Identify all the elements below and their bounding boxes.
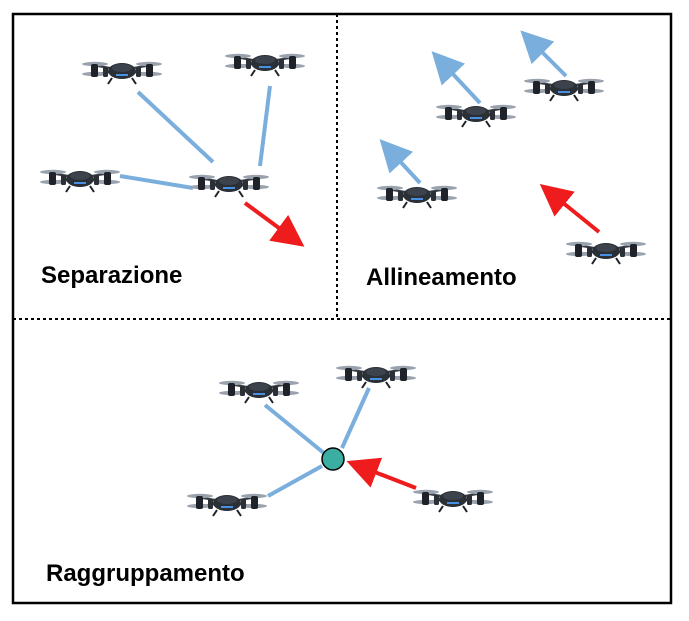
separation-panel	[38, 52, 307, 247]
center-of-mass-dot	[321, 447, 345, 471]
drone-icon	[38, 168, 122, 194]
heading-arrow	[431, 51, 482, 105]
drone-icon	[522, 77, 606, 103]
drone-icon	[223, 52, 307, 78]
separation-label: Separazione	[41, 262, 183, 289]
alignment-label: Allineamento	[366, 264, 517, 291]
separation-arrow	[243, 201, 305, 247]
drone-icon	[434, 103, 518, 129]
neighbor-line	[258, 85, 272, 167]
drone-icon	[187, 173, 271, 199]
drone-icon	[217, 379, 301, 405]
neighbor-line	[340, 387, 371, 449]
outer-border	[11, 12, 673, 605]
neighbor-line	[263, 403, 327, 456]
neighbor-line	[119, 174, 194, 190]
cohesion-label: Raggruppamento	[46, 560, 245, 587]
alignment-panel	[375, 30, 648, 266]
alignment-arrow	[539, 183, 601, 234]
drone-icon	[411, 488, 495, 514]
drone-icon	[375, 184, 459, 210]
cohesion-panel	[185, 364, 495, 518]
drone-icon	[334, 364, 418, 390]
drone-icon	[80, 60, 164, 86]
drone-icon	[564, 240, 648, 266]
heading-arrow	[379, 139, 422, 185]
drone-icon	[185, 492, 269, 518]
cohesion-arrow	[346, 457, 417, 490]
neighbor-line	[136, 90, 215, 164]
heading-arrow	[520, 30, 568, 78]
neighbor-line	[267, 464, 323, 498]
